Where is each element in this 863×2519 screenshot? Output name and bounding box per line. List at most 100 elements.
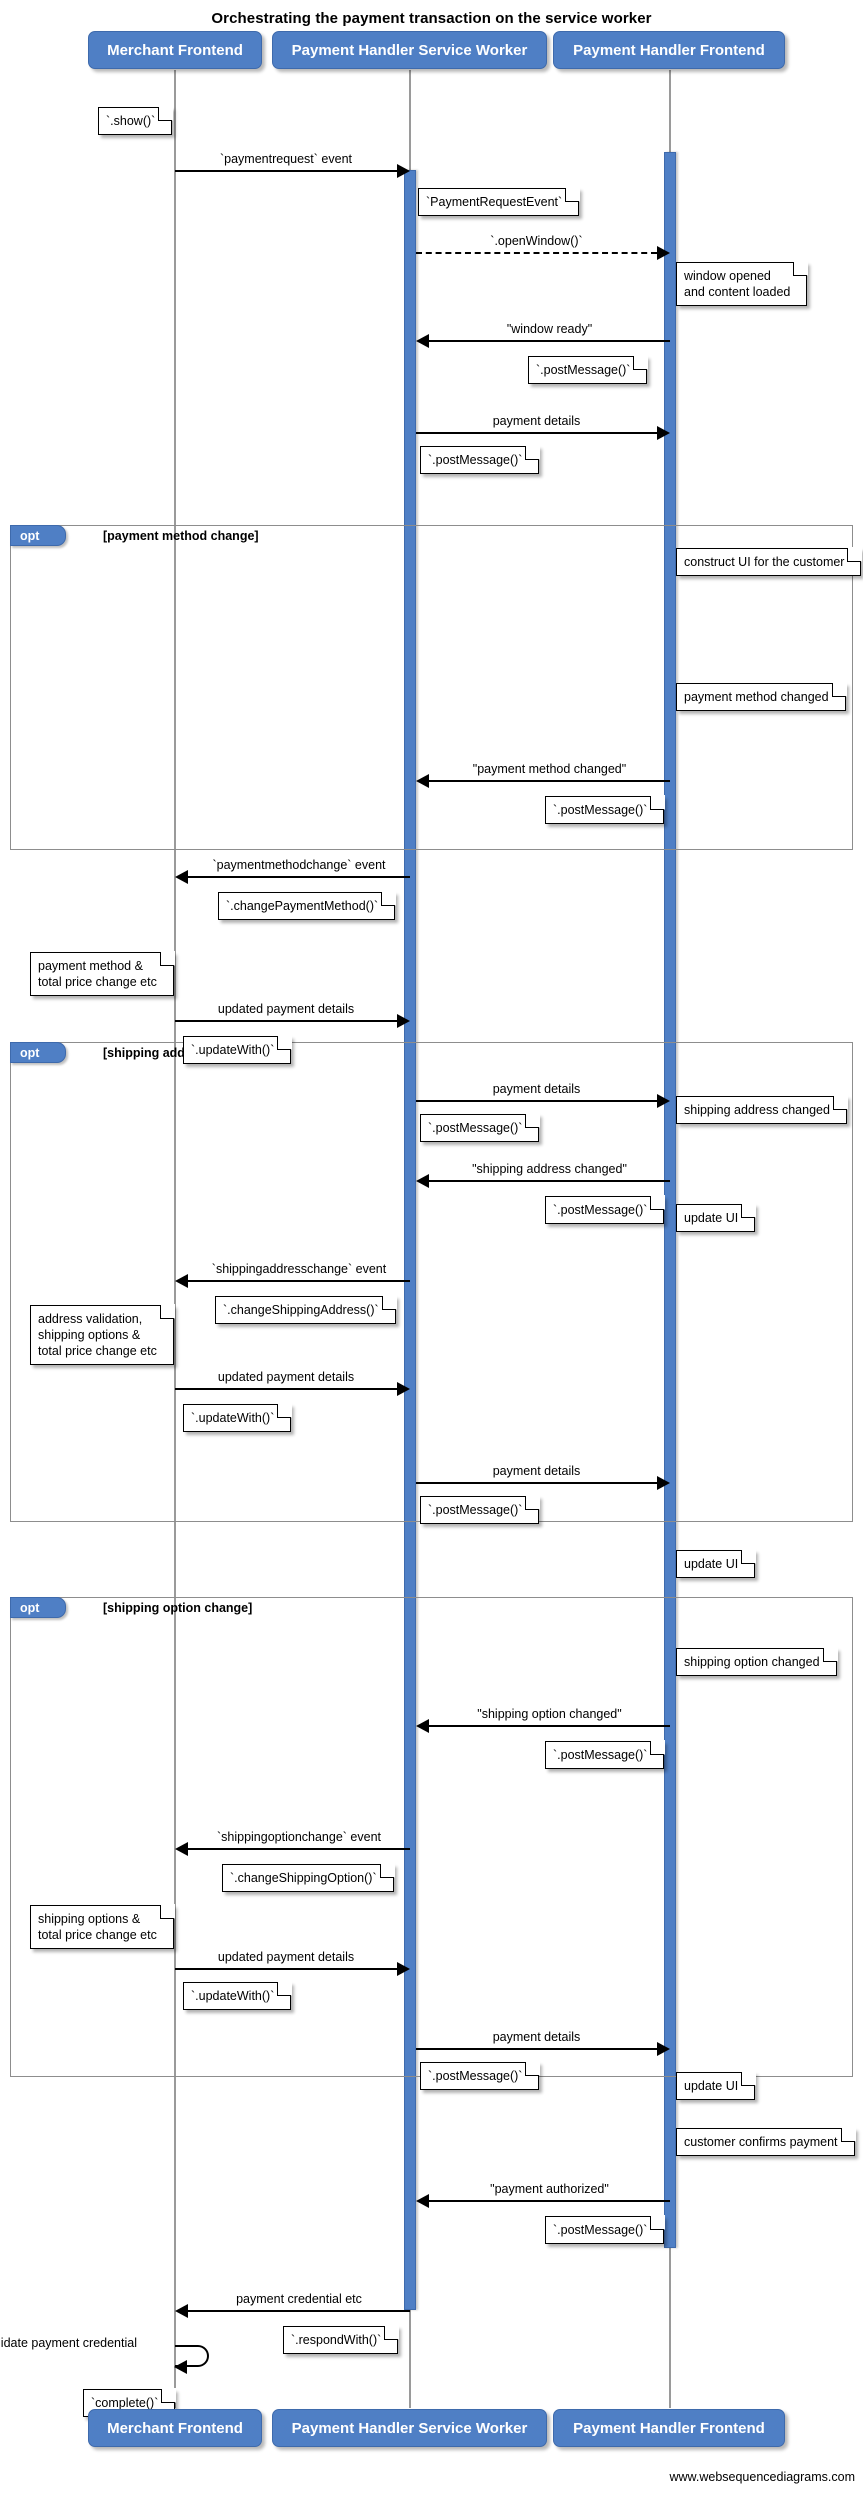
participant-bottom-payment-handler-service-worker[interactable]: Payment Handler Service Worker [272, 2409, 547, 2447]
note-show: `.show()` [98, 106, 174, 135]
note-update-with-2: `.updateWith()` [183, 1403, 293, 1432]
fragment-operator-tab: opt [10, 1597, 66, 1618]
note-update-with-3: `.updateWith()` [183, 1981, 293, 2010]
lifeline-merchant [174, 70, 176, 2408]
note-post-message-7: `.postMessage()` [545, 1740, 666, 1769]
message-line [188, 2310, 410, 2312]
arrow-head-icon [657, 1094, 670, 1108]
self-message-bracket [175, 2345, 209, 2367]
message-label: "payment method changed" [472, 762, 627, 776]
message-line [429, 2200, 670, 2202]
message-line [429, 1180, 670, 1182]
participant-label: Merchant Frontend [107, 2419, 243, 2437]
message-label: "window ready" [506, 322, 593, 336]
note-change-shipping-option: `.changeShippingOption()` [222, 1863, 395, 1892]
participant-bottom-payment-handler-frontend[interactable]: Payment Handler Frontend [553, 2409, 785, 2447]
arrow-head-icon [657, 246, 670, 260]
message-label: "shipping option changed" [477, 1707, 622, 1721]
note-payment-method-changed: payment method changed [676, 682, 847, 711]
arrow-head-icon [175, 1274, 188, 1288]
arrow-head-icon [174, 2360, 187, 2374]
fragment-payment-method-change: opt [payment method change] [10, 525, 853, 850]
note-shipping-options-price-change: shipping options & total price change et… [30, 1904, 175, 1949]
participant-label: Payment Handler Service Worker [291, 41, 528, 59]
fragment-operator-tab: opt [10, 1042, 66, 1063]
note-payment-method-price-change: payment method & total price change etc [30, 951, 175, 996]
message-label: updated payment details [217, 1950, 355, 1964]
note-update-with-1: `.updateWith()` [183, 1035, 293, 1064]
message-label: payment details [492, 414, 581, 428]
arrow-head-icon [397, 164, 410, 178]
arrow-head-icon [397, 1962, 410, 1976]
message-label: `shippingoptionchange` event [216, 1830, 381, 1844]
note-change-payment-method: `.changePaymentMethod()` [218, 891, 397, 920]
participant-label: Payment Handler Frontend [573, 41, 765, 59]
message-line [416, 2048, 657, 2050]
note-post-message-9: `.postMessage()` [545, 2215, 666, 2244]
fragment-operator-label: opt [20, 528, 40, 543]
arrow-head-icon [175, 1842, 188, 1856]
arrow-head-icon [397, 1382, 410, 1396]
message-line [416, 1100, 657, 1102]
message-line [416, 252, 657, 254]
fragment-operator-label: opt [20, 1600, 40, 1615]
participant-payment-handler-service-worker[interactable]: Payment Handler Service Worker [272, 31, 547, 69]
participant-merchant-frontend[interactable]: Merchant Frontend [88, 31, 262, 69]
message-line [175, 1388, 397, 1390]
message-line [429, 340, 670, 342]
message-label: updated payment details [217, 1370, 355, 1384]
participant-label: Merchant Frontend [107, 41, 243, 59]
fragment-condition: [shipping option change] [103, 1601, 253, 1615]
note-post-message-1: `.postMessage()` [528, 355, 649, 384]
arrow-head-icon [175, 2304, 188, 2318]
note-shipping-option-changed: shipping option changed [676, 1647, 838, 1676]
note-post-message-6: `.postMessage()` [420, 1495, 541, 1524]
note-window-opened: window opened and content loaded [676, 261, 809, 306]
message-label: updated payment details [217, 1002, 355, 1016]
note-post-message-8: `.postMessage()` [420, 2061, 541, 2090]
arrow-head-icon [416, 1719, 429, 1733]
message-label: `paymentmethodchange` event [212, 858, 386, 872]
arrow-head-icon [416, 2194, 429, 2208]
note-post-message-2: `.postMessage()` [420, 445, 541, 474]
message-label: `paymentrequest` event [219, 152, 352, 166]
note-update-ui-3: update UI [676, 2071, 757, 2100]
note-update-ui-1: update UI [676, 1203, 757, 1232]
arrow-head-icon [657, 1476, 670, 1490]
message-line [175, 170, 397, 172]
message-label: payment credential etc [236, 2292, 362, 2306]
message-label: payment details [492, 2030, 581, 2044]
message-label: `.openWindow()` [490, 234, 583, 248]
message-label: `shippingaddresschange` event [211, 1262, 387, 1276]
participant-bottom-merchant-frontend[interactable]: Merchant Frontend [88, 2409, 262, 2447]
message-label: payment details [492, 1082, 581, 1096]
message-line [429, 1725, 670, 1727]
message-label: validate payment credential [0, 2336, 137, 2350]
message-line [429, 780, 670, 782]
message-line [416, 1482, 657, 1484]
fragment-condition: [payment method change] [103, 529, 259, 543]
activation-service-worker [404, 170, 416, 2310]
note-post-message-5: `.postMessage()` [545, 1195, 666, 1224]
arrow-head-icon [657, 426, 670, 440]
arrow-head-icon [175, 870, 188, 884]
arrow-head-icon [416, 334, 429, 348]
note-address-validation: address validation, shipping options & t… [30, 1304, 175, 1365]
note-customer-confirms-payment: customer confirms payment [676, 2127, 856, 2156]
note-post-message-3: `.postMessage()` [545, 795, 666, 824]
message-line [175, 1968, 397, 1970]
fragment-operator-label: opt [20, 1045, 40, 1060]
participant-payment-handler-frontend[interactable]: Payment Handler Frontend [553, 31, 785, 69]
note-change-shipping-address: `.changeShippingAddress()` [215, 1295, 397, 1324]
message-line [188, 876, 410, 878]
note-update-ui-2: update UI [676, 1549, 757, 1578]
note-payment-request-event: `PaymentRequestEvent` [418, 187, 581, 216]
message-label: "payment authorized" [490, 2182, 609, 2196]
arrow-head-icon [657, 2042, 670, 2056]
participant-label: Payment Handler Service Worker [291, 2419, 528, 2437]
participant-label: Payment Handler Frontend [573, 2419, 765, 2437]
fragment-operator-tab: opt [10, 525, 66, 546]
message-line [188, 1280, 410, 1282]
message-label: payment details [492, 1464, 581, 1478]
page-title: Orchestrating the payment transaction on… [211, 10, 652, 27]
